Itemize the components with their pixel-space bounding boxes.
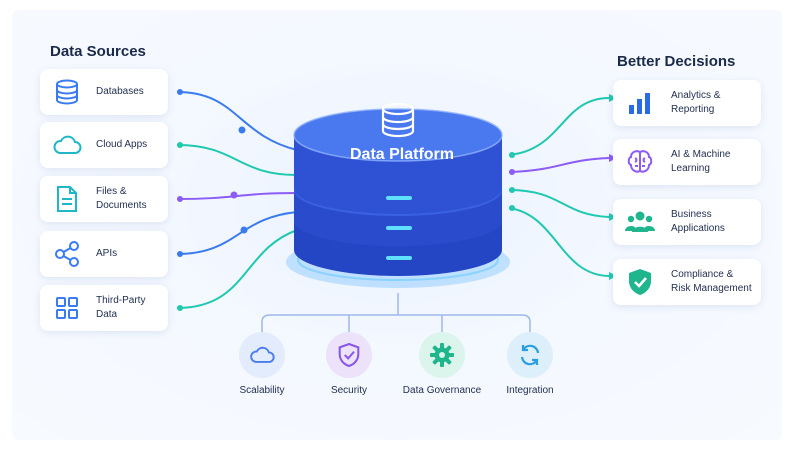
outcome-label: Analytics & Reporting: [671, 90, 721, 115]
share-nodes-icon: [50, 241, 84, 267]
capability-integration[interactable]: [507, 332, 553, 378]
connector-apis: [176, 211, 298, 255]
source-label: Files & Documents: [96, 186, 147, 211]
document-icon: [50, 185, 84, 213]
connector-compliance: [508, 207, 610, 277]
connector-dot: [238, 126, 246, 134]
connector-dot: [509, 152, 515, 158]
bar-chart-icon: [623, 91, 657, 115]
better-decisions-title: Better Decisions: [617, 53, 736, 70]
shield-icon: [338, 343, 360, 367]
capability-security[interactable]: [326, 332, 372, 378]
source-card-databases[interactable]: Databases: [40, 69, 168, 115]
connector-analytics: [508, 97, 610, 156]
outcome-label: AI & Machine Learning: [671, 149, 731, 174]
database-icon: [50, 79, 84, 105]
source-card-cloud-apps[interactable]: Cloud Apps: [40, 122, 168, 168]
connector-business: [508, 189, 610, 218]
connector-dot: [509, 169, 515, 175]
connector-dot: [177, 251, 183, 257]
source-label: APIs: [96, 248, 118, 259]
outcome-card-analytics[interactable]: Analytics & Reporting: [613, 80, 761, 126]
outcome-card-business[interactable]: Business Applications: [613, 199, 761, 245]
outcome-card-ai[interactable]: AI & Machine Learning: [613, 139, 761, 185]
shield-check-icon: [623, 268, 657, 296]
gear-icon: [430, 343, 454, 367]
connector-databases: [176, 91, 298, 151]
connector-capabilities: [261, 293, 531, 332]
connector-dot: [177, 89, 183, 95]
connector-dot: [177, 305, 183, 311]
source-label: Databases: [96, 86, 144, 97]
users-icon: [623, 210, 657, 234]
cloud-icon: [249, 345, 275, 365]
connector-ai: [508, 157, 610, 173]
connector-dot: [177, 196, 183, 202]
connector-dot: [509, 205, 515, 211]
data-sources-title: Data Sources: [50, 43, 146, 60]
connector-cloud-apps: [176, 144, 298, 176]
source-label: Cloud Apps: [96, 139, 148, 150]
connector-third-party: [176, 229, 298, 309]
connector-dot: [230, 191, 238, 199]
grid-icon: [50, 296, 84, 320]
capability-scalability[interactable]: [239, 332, 285, 378]
connector-dot: [177, 142, 183, 148]
connector-dot: [509, 187, 515, 193]
capability-label: Data Governance: [402, 385, 482, 396]
brain-icon: [623, 149, 657, 175]
outcome-label: Business Applications: [671, 209, 725, 234]
capability-label: Security: [330, 385, 368, 396]
connector-dot: [240, 226, 248, 234]
outcome-card-compliance[interactable]: Compliance & Risk Management: [613, 259, 761, 305]
database-icon: [381, 102, 415, 138]
source-card-files[interactable]: Files & Documents: [40, 176, 168, 222]
cloud-icon: [50, 134, 84, 156]
platform-label: Data Platform: [349, 146, 455, 163]
diagram-canvas: Data Sources Better Decisions Data Platf…: [12, 10, 782, 440]
capability-label: Integration: [506, 385, 554, 396]
source-card-third-party[interactable]: Third-Party Data: [40, 285, 168, 331]
data-platform-cylinder: [293, 108, 503, 276]
connector-lines: [176, 89, 617, 332]
source-card-apis[interactable]: APIs: [40, 231, 168, 277]
capability-data-governance[interactable]: [419, 332, 465, 378]
source-label: Third-Party Data: [96, 295, 146, 320]
capability-label: Scalability: [239, 385, 285, 396]
sync-icon: [518, 343, 542, 367]
outcome-label: Compliance & Risk Management: [671, 269, 752, 294]
